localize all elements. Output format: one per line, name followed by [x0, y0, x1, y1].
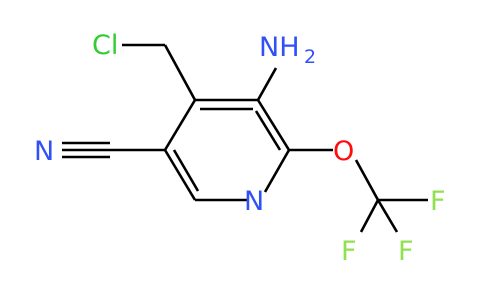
bond-c2-n1-single: [263, 149, 291, 193]
fluorine-right-label: F: [430, 186, 446, 217]
bond-c-f-left: [359, 199, 380, 233]
bond-ch2-c4: [163, 44, 197, 101]
bond-c6-c5-inner: [172, 149, 200, 192]
nitrile-nitrogen-label: N: [34, 136, 54, 167]
bond-c3-nh2: [256, 67, 278, 101]
amino-subscript: 2: [304, 46, 316, 68]
bond-c5-c4-single: [163, 99, 197, 151]
chlorine-label: Cl: [92, 30, 118, 61]
bond-c3-c2-single: [256, 99, 291, 151]
ring-nitrogen-label: N: [244, 186, 264, 217]
bond-c-f-bottom: [376, 199, 399, 233]
bond-o-cf3: [354, 159, 380, 201]
fluorine-left-label: F: [341, 236, 357, 267]
bond-c6-c5-single: [163, 149, 197, 201]
oxygen-label: O: [333, 136, 354, 167]
bond-c2-c3-inner: [254, 110, 282, 151]
amino-label: NH: [259, 32, 300, 63]
fluorine-bottom-label: F: [398, 236, 414, 267]
atom-labels: Cl NH 2 N N O F F F: [34, 30, 446, 267]
bonds: [62, 43, 428, 233]
